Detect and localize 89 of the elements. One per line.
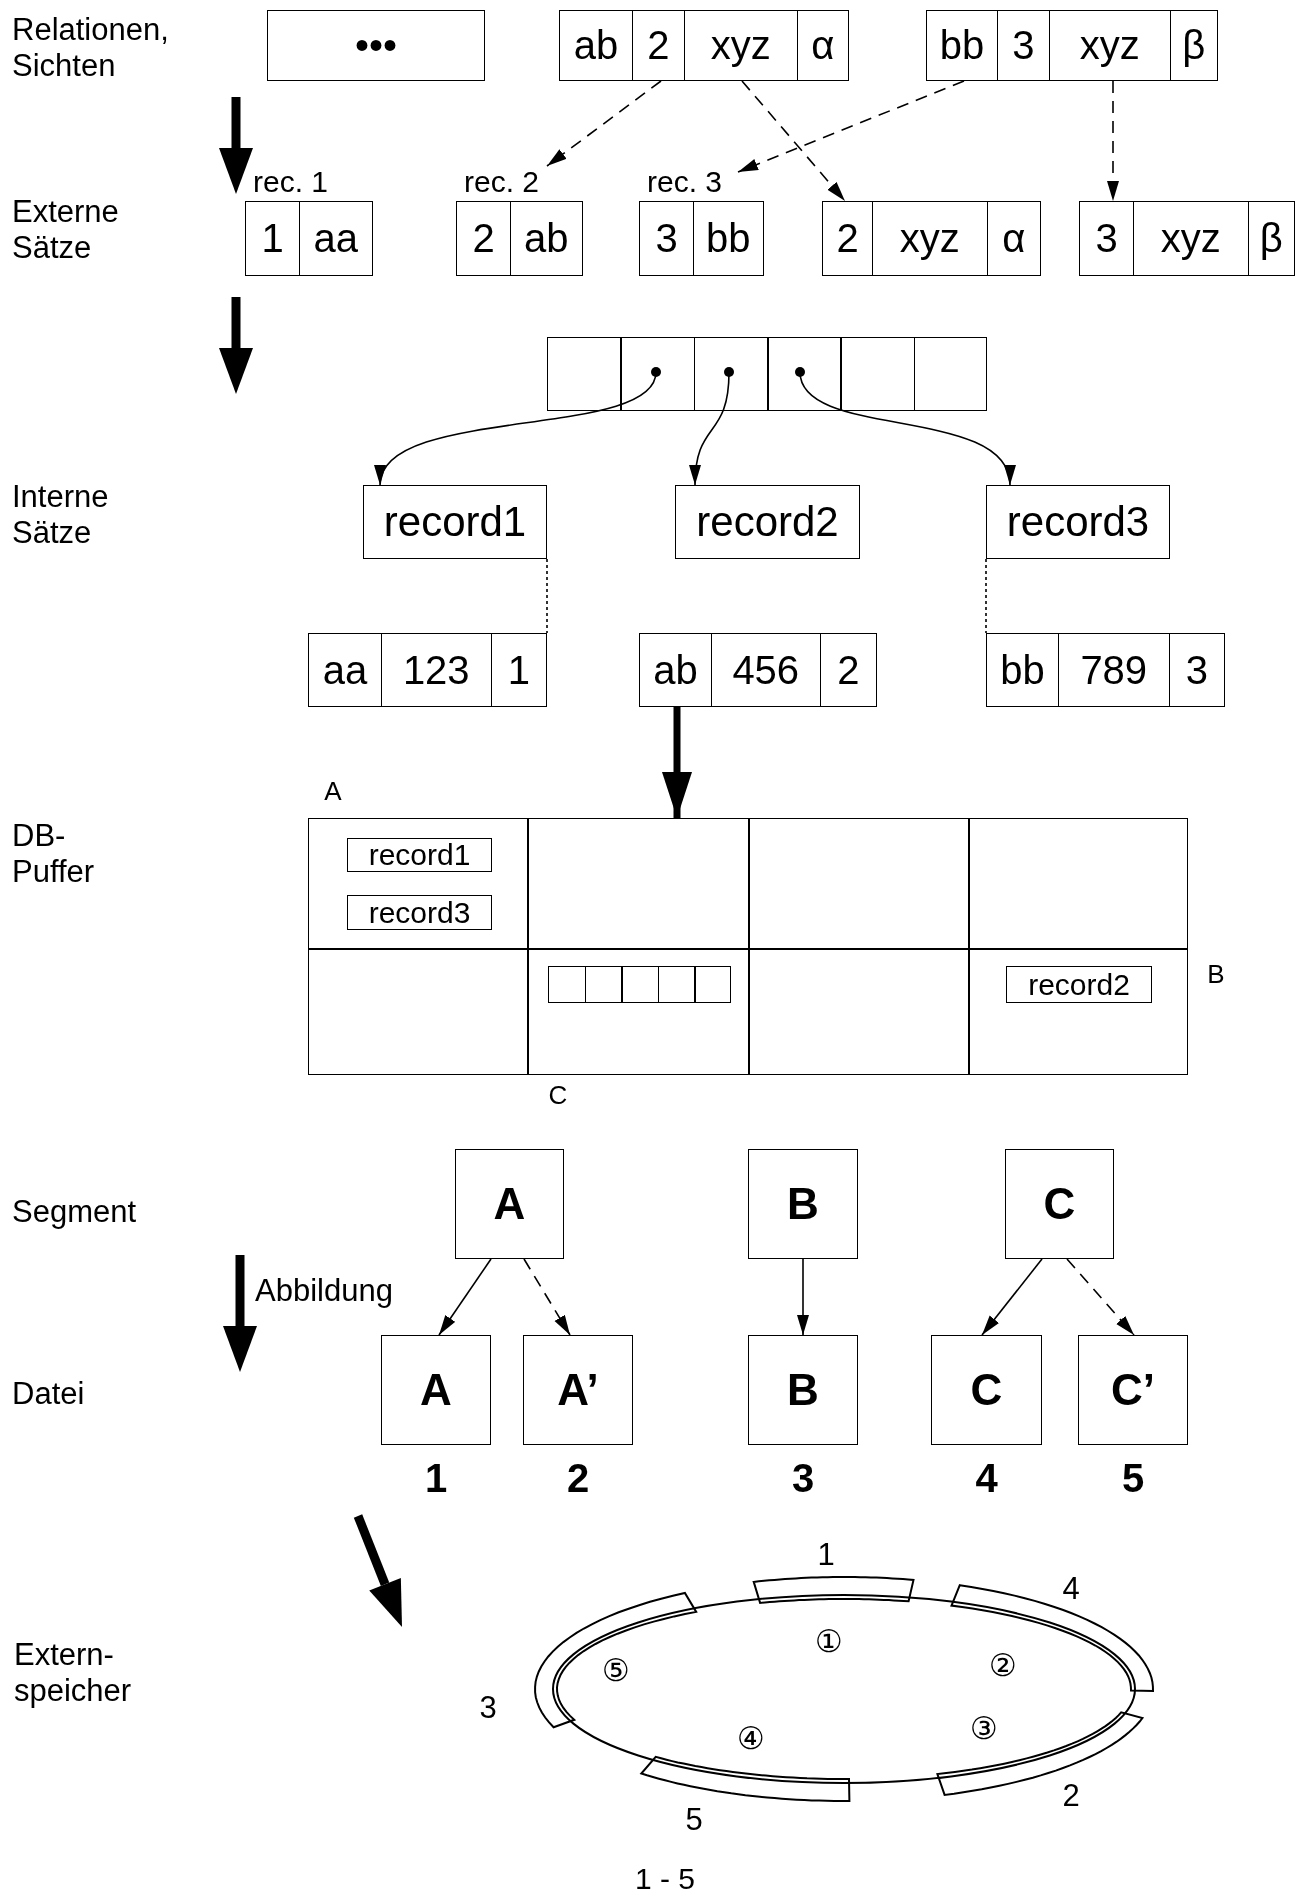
table-cell: bb [692, 201, 764, 276]
dotted-line [985, 558, 987, 634]
table-cell: 789 [1057, 633, 1170, 707]
level-label: Relationen, Sichten [12, 12, 169, 84]
pointer-array [547, 337, 987, 411]
dashed-arrow [546, 80, 662, 167]
table-cell: 3 [639, 201, 694, 276]
file-number: 2 [565, 1455, 591, 1501]
record-label: rec. 3 [647, 165, 723, 200]
extent-number: ④ [737, 1721, 765, 1757]
table-cell: 2 [822, 201, 873, 276]
table-cell: 456 [710, 633, 821, 707]
dashed-arrow [1107, 80, 1119, 202]
table-cell: 3 [1168, 633, 1225, 707]
extent-number: ⑤ [602, 1653, 630, 1689]
table-cell: aa [298, 201, 373, 276]
extent-number: ① [815, 1624, 843, 1660]
table-cell: xyz [1048, 10, 1171, 81]
file-number: 1 [423, 1455, 449, 1501]
file-box: C [931, 1335, 1042, 1445]
corner-label: B [1207, 960, 1225, 990]
record-box: record3 [347, 895, 492, 930]
segment-box: A [455, 1149, 564, 1259]
track-number: 4 [1062, 1571, 1080, 1607]
segment-box: C [1005, 1149, 1114, 1259]
dashed-arrow [1066, 1258, 1135, 1336]
table-cell: ab [559, 10, 633, 81]
record-box: record3 [986, 485, 1170, 559]
record-box: record2 [1006, 966, 1152, 1003]
table-cell: xyz [871, 201, 988, 276]
table-cell: β [1169, 10, 1218, 81]
page-number: 1 - 5 [635, 1862, 695, 1897]
dashed-arrow [741, 80, 846, 202]
level-label: Extern- speicher [14, 1637, 132, 1709]
file-number: 5 [1120, 1455, 1146, 1501]
arrow [438, 1258, 492, 1336]
table-cell: 2 [819, 633, 877, 707]
table-cell: xyz [1132, 201, 1249, 276]
record-box: record1 [363, 485, 547, 559]
table-cell: bb [986, 633, 1059, 707]
record-label: rec. 2 [464, 165, 540, 200]
table-cell: 123 [380, 633, 492, 707]
table-cell: α [796, 10, 849, 81]
buffer-grid [308, 818, 1188, 1075]
dashed-arrow [737, 80, 965, 173]
file-number: 4 [974, 1455, 999, 1501]
table-cell: xyz [683, 10, 798, 81]
arrow-label: Abbildung [255, 1273, 393, 1309]
segment-box: B [748, 1149, 858, 1259]
ellipsis-box: ••• [267, 10, 485, 81]
slot-array [548, 966, 731, 1003]
arrow [797, 1258, 809, 1336]
corner-label: C [548, 1081, 568, 1111]
arrow [981, 1258, 1043, 1336]
level-label: Externe Sätze [12, 194, 119, 266]
table-cell: 2 [631, 10, 685, 81]
file-box: B [748, 1335, 858, 1445]
table-cell: 2 [456, 201, 511, 276]
dashed-arrow [523, 1258, 571, 1336]
table-cell: bb [926, 10, 998, 81]
record-box: record2 [675, 485, 860, 559]
dotted-line [546, 558, 548, 634]
table-cell: 3 [1079, 201, 1134, 276]
pointer-arrow [689, 367, 734, 486]
file-number: 3 [790, 1455, 816, 1501]
file-box: C’ [1078, 1335, 1188, 1445]
level-label: Interne Sätze [12, 479, 109, 551]
table-cell: 1 [490, 633, 547, 707]
table-cell: ab [639, 633, 712, 707]
table-cell: ab [509, 201, 583, 276]
track-number: 5 [685, 1802, 703, 1838]
level-label: DB- Puffer [12, 818, 95, 890]
record-box: record1 [347, 838, 492, 872]
file-box: A [381, 1335, 491, 1445]
extent-number: ③ [970, 1711, 998, 1747]
table-cell: β [1247, 201, 1295, 276]
track-number: 3 [479, 1690, 497, 1726]
level-label: Datei [12, 1376, 85, 1412]
corner-label: A [324, 777, 342, 807]
table-cell: α [986, 201, 1041, 276]
level-label: Segment [12, 1194, 137, 1230]
file-box: A’ [523, 1335, 633, 1445]
record-label: rec. 1 [253, 165, 329, 200]
table-cell: 1 [245, 201, 300, 276]
track-number: 1 [817, 1537, 835, 1573]
table-cell: 3 [996, 10, 1050, 81]
table-cell: aa [308, 633, 382, 707]
track-number: 2 [1062, 1778, 1080, 1814]
extent-number: ② [989, 1648, 1017, 1684]
